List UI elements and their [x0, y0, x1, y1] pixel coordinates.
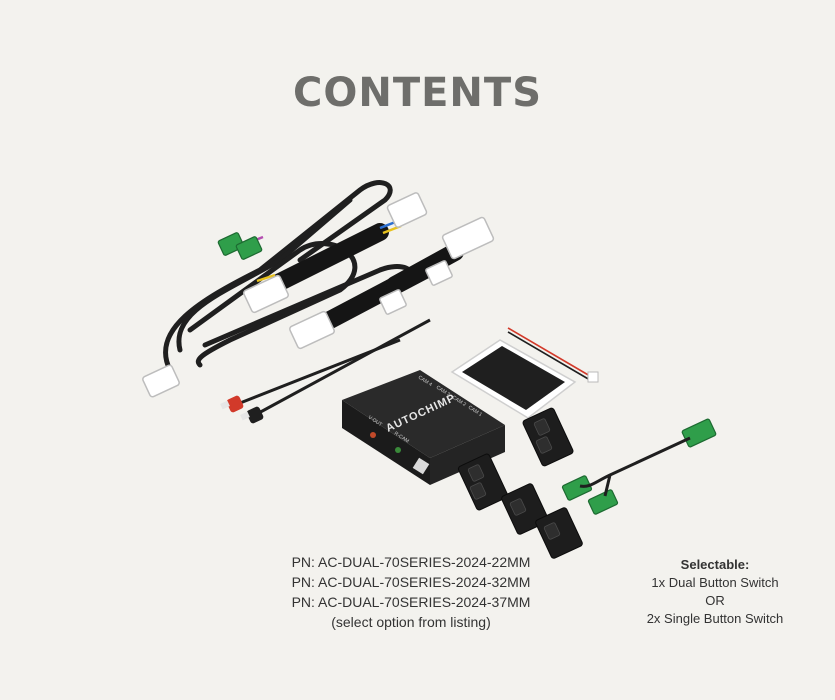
selectable-separator: OR: [705, 593, 725, 608]
control-module: [342, 370, 505, 485]
green-connectors: [217, 232, 717, 515]
switch-button-faces: [467, 418, 561, 540]
part-number-22mm: PN: AC-DUAL-70SERIES-2024-22MM: [291, 554, 531, 570]
page-title: CONTENTS: [292, 70, 542, 116]
selectable-options: Selectable: 1x Dual Button Switch OR 2x …: [620, 556, 810, 628]
wiring-harness: [163, 180, 415, 373]
selectable-heading: Selectable:: [680, 557, 750, 572]
part-number-note: (select option from listing): [331, 614, 491, 630]
part-number-37mm: PN: AC-DUAL-70SERIES-2024-37MM: [291, 594, 531, 610]
power-lead: [507, 327, 599, 383]
white-connectors: [142, 192, 495, 398]
harness-sleeves: [271, 223, 464, 329]
selectable-option-dual: 1x Dual Button Switch: [651, 575, 779, 590]
selectable-option-single: 2x Single Button Switch: [646, 611, 784, 626]
part-number-block: PN: AC-DUAL-70SERIES-2024-22MM PN: AC-DU…: [236, 552, 586, 632]
rca-cables: [220, 318, 431, 424]
adhesive-pad: [450, 339, 577, 419]
switch-harness-cable: [579, 436, 691, 497]
part-number-32mm: PN: AC-DUAL-70SERIES-2024-32MM: [291, 574, 531, 590]
